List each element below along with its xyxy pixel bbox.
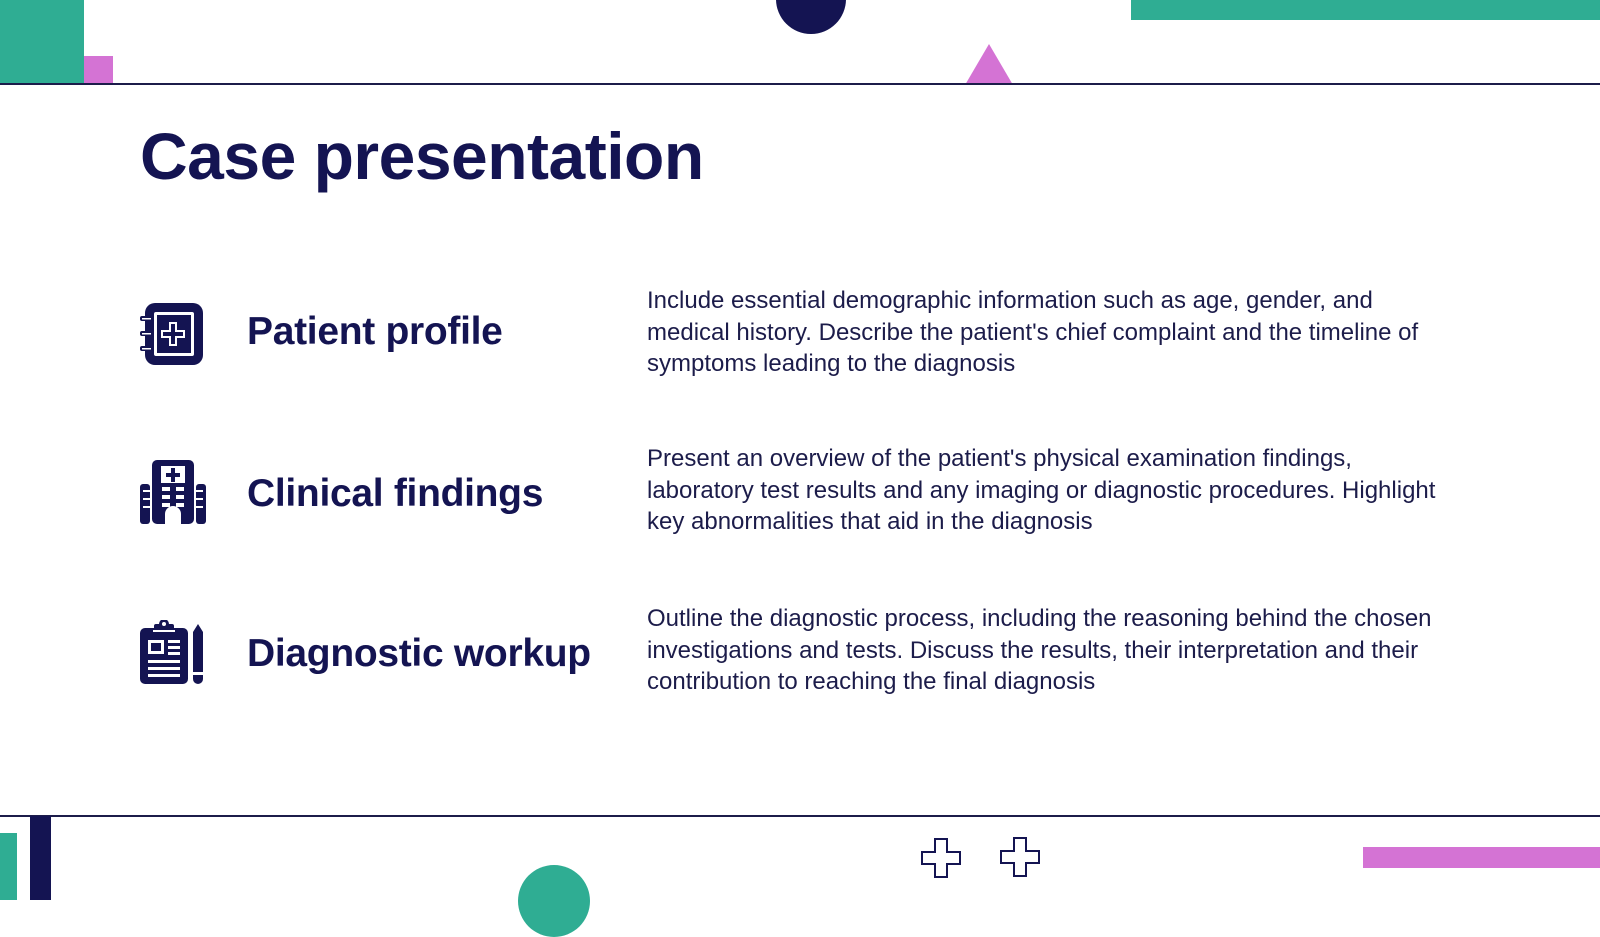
item-description: Outline the diagnostic process, includin… [647,605,1432,695]
item-label: Clinical findings [247,472,544,515]
item-label: Diagnostic workup [247,632,591,675]
bottom-teal-circle [518,865,590,937]
item-description: Include essential demographic informatio… [647,287,1419,377]
top-navy-circle [776,0,846,34]
medical-notebook-icon [140,303,203,365]
bottom-divider-line [0,815,1600,817]
bottom-left-teal-bar [0,833,17,900]
clipboard-pencil-icon [140,620,203,684]
top-pink-triangle [965,44,1013,85]
top-right-teal-bar [1131,0,1600,20]
list-item-diagnostic-workup: Diagnostic workup Outline the diagnostic… [140,605,1460,710]
outline-cross-icon [921,838,961,878]
top-divider-line [0,83,1600,85]
page-title: Case presentation [140,119,704,193]
item-label: Patient profile [247,310,503,353]
list-item-patient-profile: Patient profile Include essential demogr… [140,287,1460,390]
top-left-pink-square [84,56,113,84]
item-description: Present an overview of the patient's phy… [647,445,1436,535]
outline-cross-icon [1000,837,1040,877]
list-item-clinical-findings: Clinical findings Present an overview of… [140,445,1460,550]
top-left-teal-square [0,0,84,84]
hospital-building-icon [140,460,206,524]
bottom-left-navy-bar [30,816,51,900]
bottom-right-pink-bar [1363,847,1600,868]
